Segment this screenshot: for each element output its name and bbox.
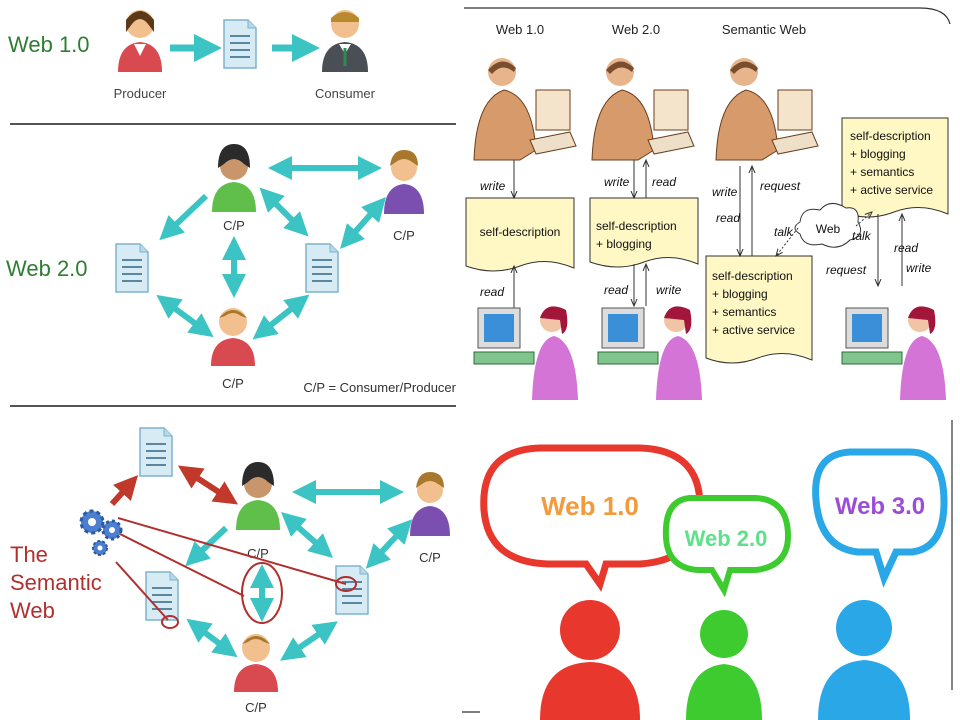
cp-person-green-icon <box>236 462 280 530</box>
cp-label-right: C/P <box>393 228 415 243</box>
label-write: write <box>712 185 738 199</box>
bubble-web2-text: Web 2.0 <box>685 526 768 551</box>
writer-person-icon <box>473 58 577 161</box>
cp-legend: C/P = Consumer/Producer <box>303 380 456 395</box>
label-read: read <box>480 285 504 299</box>
panel-web-1-0: Web 1.0 Producer Consumer <box>8 10 376 101</box>
cp-label-right: C/P <box>419 550 441 565</box>
label-write: write <box>906 261 932 275</box>
cp-person-purple-icon <box>410 472 450 536</box>
web-cloud-icon <box>794 203 862 248</box>
panel1-title: Web 1.0 <box>8 32 90 57</box>
document-icon-top <box>139 427 173 477</box>
col3-title: Semantic Web <box>722 22 806 37</box>
writer-person-icon <box>715 58 819 161</box>
label-request: request <box>826 263 867 277</box>
panel-web-generations: Web 1.0 Web 2.0 Web 3.0 <box>462 420 953 720</box>
note-semantic-lower <box>705 255 813 364</box>
reader-person-icon <box>597 306 702 400</box>
read-write-flow-lines <box>514 160 902 310</box>
note-web1 <box>465 197 575 272</box>
semantic-teal-arrows <box>185 480 413 661</box>
speech-bubble-web3 <box>812 448 948 588</box>
document-icon-right <box>305 243 339 293</box>
label-read: read <box>604 283 628 297</box>
semantic-link-lines <box>115 517 357 629</box>
consumer-person-icon <box>322 10 368 72</box>
blue-person-icon <box>818 600 910 720</box>
note-semantic-lower-line1: self-description <box>712 269 793 283</box>
producer-label: Producer <box>114 86 167 101</box>
producer-person-icon <box>118 10 162 72</box>
label-talk: talk <box>774 225 794 239</box>
reader-person-icon <box>841 306 946 400</box>
panel3-title-line3: Web <box>10 598 55 623</box>
red-person-icon <box>540 600 640 720</box>
flow-labels: write read write read read write write r… <box>480 175 932 299</box>
note-semantic-lower-line3: + semantics <box>712 305 776 319</box>
green-person-icon <box>686 610 762 720</box>
note-web2-line1: self-description <box>596 219 677 233</box>
writer-person-icon <box>591 58 695 161</box>
speech-bubble-web2 <box>662 495 792 598</box>
note-semantic-upper-line2: + blogging <box>850 147 906 161</box>
consumer-label: Consumer <box>315 86 376 101</box>
label-read: read <box>652 175 676 189</box>
panel3-title-line1: The <box>10 542 48 567</box>
cp-person-green-icon <box>212 144 256 212</box>
document-icon-left <box>115 243 149 293</box>
col1-title: Web 1.0 <box>496 22 544 37</box>
semantic-red-arrows <box>109 465 239 507</box>
note-semantic-upper-line3: + semantics <box>850 165 914 179</box>
bubble-web3-text: Web 3.0 <box>835 493 925 520</box>
cp-person-purple-icon <box>384 150 424 214</box>
web-cloud-label: Web <box>816 222 841 236</box>
panel-web-2-0: Web 2.0 C/P C/P C/P <box>6 144 457 395</box>
cp-label-top: C/P <box>223 218 245 233</box>
label-read: read <box>894 241 918 255</box>
note-semantic-upper-line4: + active service <box>850 183 933 197</box>
note-semantic-lower-line4: + active service <box>712 323 795 337</box>
label-request: request <box>760 179 801 193</box>
panel-semantic-web: The Semantic Web C/P C/P <box>10 427 450 715</box>
cp-person-red-icon <box>234 634 278 692</box>
panel2-title: Web 2.0 <box>6 256 88 281</box>
label-write: write <box>656 283 682 297</box>
note-semantic-upper-line1: self-description <box>850 129 931 143</box>
panel3-title-line2: Semantic <box>10 570 102 595</box>
label-talk: talk <box>852 229 872 243</box>
label-write: write <box>604 175 630 189</box>
web2-arrows <box>156 156 386 340</box>
cp-person-red-icon <box>211 308 255 366</box>
label-write: write <box>480 179 506 193</box>
speech-bubble-web1 <box>480 444 704 592</box>
gears-icon <box>79 509 123 556</box>
panel-read-write-diagram: Web 1.0 Web 2.0 Semantic Web <box>464 7 951 400</box>
cp-label-bottom: C/P <box>245 700 267 715</box>
note-web1-text: self-description <box>480 225 561 239</box>
note-web2 <box>589 197 699 268</box>
bubble-web1-text: Web 1.0 <box>541 491 639 521</box>
note-semantic-lower-line2: + blogging <box>712 287 768 301</box>
label-read: read <box>716 211 740 225</box>
col2-title: Web 2.0 <box>612 22 660 37</box>
document-icon <box>223 19 257 69</box>
reader-person-icon <box>473 306 578 400</box>
note-web2-line2: + blogging <box>596 237 652 251</box>
cp-label-bottom: C/P <box>222 376 244 391</box>
